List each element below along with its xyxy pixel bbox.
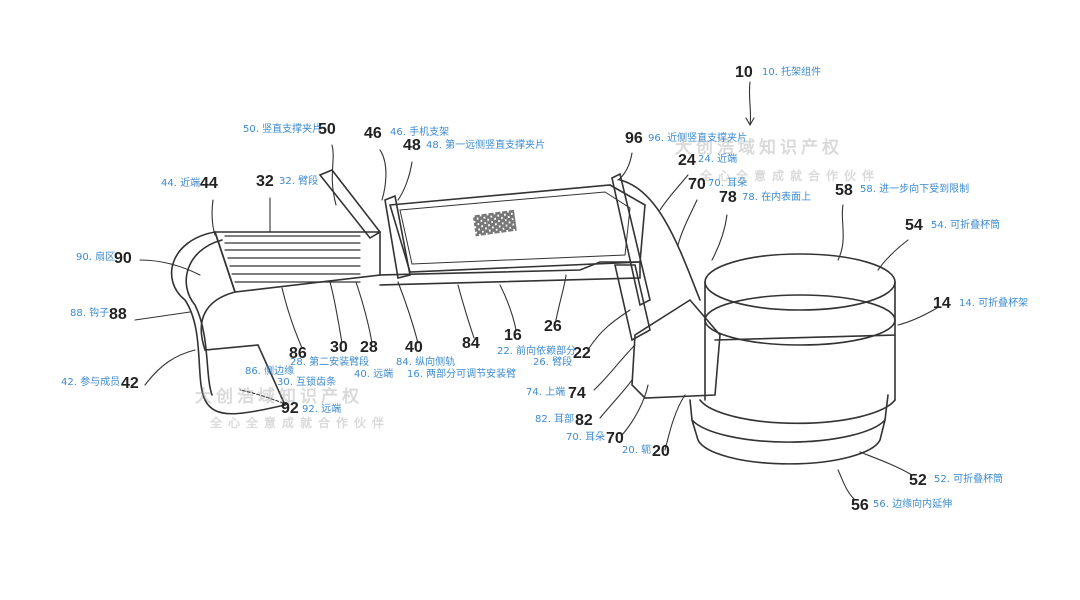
clip-50 bbox=[318, 169, 382, 240]
cup-band-lower bbox=[699, 399, 896, 425]
leader-lines bbox=[134, 81, 938, 501]
callout-number: 90 bbox=[114, 250, 132, 267]
callout-label: 70. 耳朵 bbox=[566, 432, 606, 443]
callout-number: 44 bbox=[200, 175, 218, 192]
callout-number: 10 bbox=[735, 64, 753, 81]
callout-label: 84. 纵向侧轨 bbox=[396, 357, 456, 368]
callout-number: 28 bbox=[360, 339, 378, 356]
callout-label: 96. 近侧竖直支撑夹片 bbox=[648, 133, 748, 144]
callout-number: 40 bbox=[405, 339, 423, 356]
callout-label: 48. 第一远侧竖直支撑夹片 bbox=[426, 140, 546, 151]
callout-label: 86. 侧边缘 bbox=[245, 366, 295, 377]
watermark-company-2: 大创浩域知识产权 bbox=[195, 387, 363, 407]
callout-number: 86 bbox=[289, 345, 307, 362]
callout-label: 28. 第二安装臂段 bbox=[290, 357, 370, 368]
callout-number: 70 bbox=[688, 176, 706, 193]
callout-number: 78 bbox=[719, 189, 737, 206]
phone-platform bbox=[388, 184, 646, 273]
callout-label: 44. 近端 bbox=[161, 178, 201, 189]
proximal-end-24 bbox=[619, 179, 701, 301]
callout-label: 40. 远端 bbox=[354, 369, 394, 380]
platform-inner bbox=[399, 191, 631, 265]
callout-number: 96 bbox=[625, 130, 643, 147]
watermark-company: 大创浩域知识产权 bbox=[675, 138, 843, 158]
callout-label: 32. 臂段 bbox=[279, 176, 319, 187]
callout-label: 20. 轭 bbox=[622, 445, 652, 456]
callout-label: 52. 可折叠杯筒 bbox=[934, 474, 1004, 485]
callout-label: 10. 托架组件 bbox=[762, 67, 822, 78]
callout-number: 82 bbox=[575, 412, 593, 429]
yoke-20 bbox=[631, 298, 721, 399]
watermark-slogan: 全心全意成就合作伙伴 bbox=[700, 169, 881, 183]
interlocking-teeth bbox=[224, 235, 361, 283]
callout-number: 50 bbox=[318, 121, 336, 138]
callout-number: 52 bbox=[909, 472, 927, 489]
ear-70 bbox=[613, 264, 651, 342]
callout-label: 50. 竖直支撑夹片 bbox=[243, 124, 323, 135]
toothed-arm bbox=[213, 231, 381, 293]
callout-label: 46. 手机支架 bbox=[390, 127, 450, 138]
cup-band bbox=[704, 281, 896, 401]
callout-number: 70 bbox=[606, 430, 624, 447]
callout-label: 90. 扇区 bbox=[76, 252, 116, 263]
clip-48 bbox=[384, 194, 411, 279]
clip-96 bbox=[611, 172, 651, 307]
mounting-arm bbox=[379, 261, 641, 286]
callout-label: 14. 可折叠杯架 bbox=[959, 298, 1029, 309]
callout-label: 78. 在内表面上 bbox=[742, 192, 812, 203]
collapsible-cup-52 bbox=[689, 394, 889, 443]
callout-label: 58. 进一步向下受到限制 bbox=[860, 184, 970, 195]
callout-number: 24 bbox=[678, 152, 696, 169]
callout-number: 88 bbox=[109, 306, 127, 323]
collapsible-cup-56 bbox=[691, 419, 886, 465]
callout-number: 56 bbox=[851, 497, 869, 514]
callout-number: 54 bbox=[905, 217, 923, 234]
hook-inner bbox=[185, 239, 223, 396]
callout-number: 30 bbox=[330, 339, 348, 356]
callout-number: 74 bbox=[568, 385, 586, 402]
callout-label: 88. 钩子 bbox=[70, 308, 110, 319]
callout-label: 26. 臂段 bbox=[533, 357, 573, 368]
callout-number: 26 bbox=[544, 318, 562, 335]
callout-label: 92. 远端 bbox=[302, 404, 342, 415]
callout-label: 22. 前向依赖部分 bbox=[497, 346, 577, 357]
callout-label: 24. 近端 bbox=[698, 154, 738, 165]
callout-label: 82. 耳部 bbox=[535, 414, 575, 425]
callout-label: 30. 互锁齿条 bbox=[277, 377, 337, 388]
callout-number: 92 bbox=[281, 400, 299, 417]
callout-number: 22 bbox=[573, 345, 591, 362]
callout-label: 56. 边缘向内延伸 bbox=[873, 499, 953, 510]
callout-number: 32 bbox=[256, 173, 274, 190]
callout-number: 42 bbox=[121, 375, 139, 392]
callout-label: 54. 可折叠杯筒 bbox=[931, 220, 1001, 231]
callout-label: 16. 两部分可调节安装臂 bbox=[407, 369, 517, 380]
callout-label: 42. 参与成员 bbox=[61, 377, 121, 388]
callout-number: 58 bbox=[835, 182, 853, 199]
watermark-slogan-2: 全心全意成就合作伙伴 bbox=[210, 416, 391, 430]
callout-number: 48 bbox=[403, 137, 421, 154]
callout-label: 70. 耳朵 bbox=[708, 178, 748, 189]
callout-label: 74. 上端 bbox=[526, 387, 566, 398]
callout-number: 14 bbox=[933, 295, 951, 312]
callout-number: 46 bbox=[364, 125, 382, 142]
callout-number: 16 bbox=[504, 327, 522, 344]
callout-number: 84 bbox=[462, 335, 480, 352]
platform-logo-mark: ▓▓▓ bbox=[473, 209, 517, 237]
callout-number: 20 bbox=[652, 443, 670, 460]
